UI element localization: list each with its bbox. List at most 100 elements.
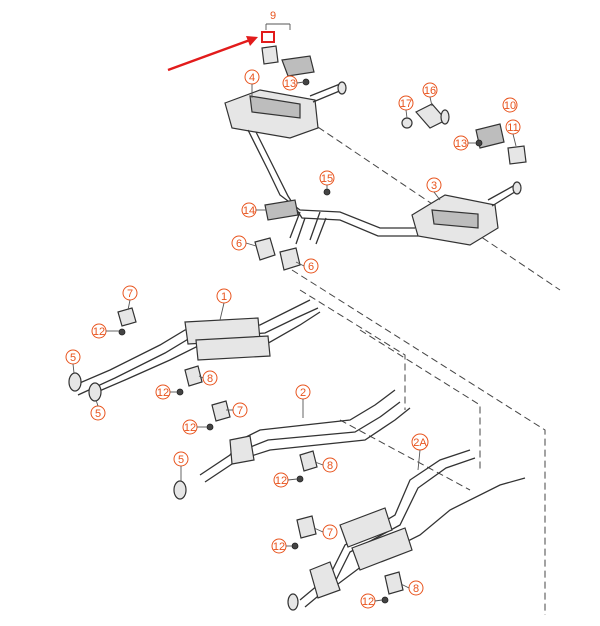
bolt-12e bbox=[291, 542, 299, 550]
bolt-12a bbox=[118, 328, 126, 336]
svg-text:13: 13 bbox=[284, 78, 296, 90]
dashed-guide-lines bbox=[291, 114, 561, 615]
svg-text:14: 14 bbox=[243, 205, 255, 217]
tailpipe-5b bbox=[88, 382, 102, 402]
callout-9: 9 bbox=[270, 10, 276, 22]
callout-5c: 5 bbox=[173, 451, 189, 467]
callout-12d: 12 bbox=[273, 472, 289, 488]
svg-text:2: 2 bbox=[300, 387, 306, 399]
callout-6a: 6 bbox=[231, 235, 247, 251]
pipe-assembly-2 bbox=[173, 389, 411, 500]
svg-text:12: 12 bbox=[362, 596, 374, 608]
callout-3: 3 bbox=[426, 177, 442, 193]
callout-8c: 8 bbox=[408, 580, 424, 596]
svg-text:3: 3 bbox=[431, 180, 437, 192]
inlet-2A bbox=[287, 593, 299, 611]
clamp-left bbox=[254, 237, 276, 261]
bolt-12c bbox=[206, 423, 214, 431]
callout-2: 2 bbox=[295, 384, 311, 400]
mount-7c bbox=[296, 515, 317, 539]
bolt-12d bbox=[296, 475, 304, 483]
mount-8a bbox=[184, 365, 203, 387]
callout-11: 11 bbox=[505, 119, 521, 135]
rear-muffler-assembly bbox=[224, 81, 522, 271]
callout-14: 14 bbox=[241, 202, 257, 218]
svg-text:10: 10 bbox=[504, 100, 516, 112]
svg-text:5: 5 bbox=[178, 454, 184, 466]
callout-13a: 13 bbox=[282, 75, 298, 91]
rubber-mount-9 bbox=[261, 45, 279, 65]
y-pipe-2 bbox=[229, 435, 255, 465]
svg-text:15: 15 bbox=[321, 173, 333, 185]
callout-5a: 5 bbox=[65, 349, 81, 365]
svg-text:12: 12 bbox=[93, 326, 105, 338]
svg-text:12: 12 bbox=[273, 541, 285, 553]
red-arrow bbox=[167, 36, 258, 72]
tailpipe-5a bbox=[68, 372, 82, 392]
svg-text:16: 16 bbox=[424, 85, 436, 97]
clip-17 bbox=[401, 117, 413, 129]
left-tailpipe-end bbox=[337, 81, 347, 95]
callout-8a: 8 bbox=[202, 370, 218, 386]
hanger-bracket-9 bbox=[281, 55, 315, 77]
svg-text:7: 7 bbox=[237, 405, 243, 417]
nut-15 bbox=[323, 188, 331, 196]
bolt-12b bbox=[176, 388, 184, 396]
svg-text:4: 4 bbox=[249, 72, 255, 84]
svg-text:13: 13 bbox=[455, 138, 467, 150]
callout-7c: 7 bbox=[322, 524, 338, 540]
callout-1: 1 bbox=[216, 288, 232, 304]
left-muffler-top bbox=[249, 95, 301, 119]
muffler-2A-b bbox=[351, 527, 413, 571]
svg-text:5: 5 bbox=[70, 352, 76, 364]
tip-16-end bbox=[440, 109, 450, 125]
callout-16: 16 bbox=[422, 82, 438, 98]
bolt-12f bbox=[381, 596, 389, 604]
svg-text:8: 8 bbox=[207, 373, 213, 385]
tailpipe-5c bbox=[173, 480, 187, 500]
hanger-10-group bbox=[475, 123, 527, 165]
callout-12c: 12 bbox=[182, 419, 198, 435]
svg-text:6: 6 bbox=[236, 238, 242, 250]
callout-6b: 6 bbox=[303, 258, 319, 274]
svg-text:11: 11 bbox=[507, 122, 518, 134]
leader-lines bbox=[72, 81, 517, 602]
pipe-assembly-2A bbox=[287, 449, 526, 611]
tip-parts-16-17 bbox=[401, 103, 450, 129]
callout-17: 17 bbox=[398, 95, 414, 111]
highlight-box bbox=[261, 31, 275, 43]
bolt-13b bbox=[475, 139, 483, 147]
svg-text:7: 7 bbox=[127, 288, 133, 300]
callout-2A: 2A bbox=[411, 433, 429, 451]
muffler-1b bbox=[195, 335, 271, 361]
callout-labels: 9 13 4 17 16 10 11 13 15 3 14 6 6 7 1 12… bbox=[65, 10, 521, 609]
callout-7a: 7 bbox=[122, 285, 138, 301]
right-muffler-top bbox=[431, 209, 479, 229]
svg-text:17: 17 bbox=[400, 98, 412, 110]
callout-12a: 12 bbox=[91, 323, 107, 339]
svg-text:12: 12 bbox=[184, 422, 196, 434]
svg-text:12: 12 bbox=[157, 387, 169, 399]
callout-15: 15 bbox=[319, 170, 335, 186]
svg-text:8: 8 bbox=[327, 460, 333, 472]
right-tailpipe-end bbox=[512, 181, 522, 195]
callout-12f: 12 bbox=[360, 593, 376, 609]
callout-5b: 5 bbox=[90, 405, 106, 421]
svg-text:9: 9 bbox=[270, 10, 276, 22]
bracket-14 bbox=[264, 199, 299, 221]
svg-text:1: 1 bbox=[221, 291, 227, 303]
rubber-mount-11 bbox=[507, 145, 527, 165]
svg-text:2A: 2A bbox=[413, 437, 427, 449]
callout-12e: 12 bbox=[271, 538, 287, 554]
mount-7b bbox=[211, 400, 231, 422]
front-pipe-assembly-1 bbox=[68, 299, 321, 402]
callout-13b: 13 bbox=[453, 135, 469, 151]
svg-text:7: 7 bbox=[327, 527, 333, 539]
mount-7a bbox=[117, 307, 137, 327]
clamp-right bbox=[279, 247, 301, 271]
svg-text:8: 8 bbox=[413, 583, 419, 595]
mount-8b bbox=[299, 450, 318, 472]
mount-8c bbox=[384, 571, 404, 595]
callout-8b: 8 bbox=[322, 457, 338, 473]
